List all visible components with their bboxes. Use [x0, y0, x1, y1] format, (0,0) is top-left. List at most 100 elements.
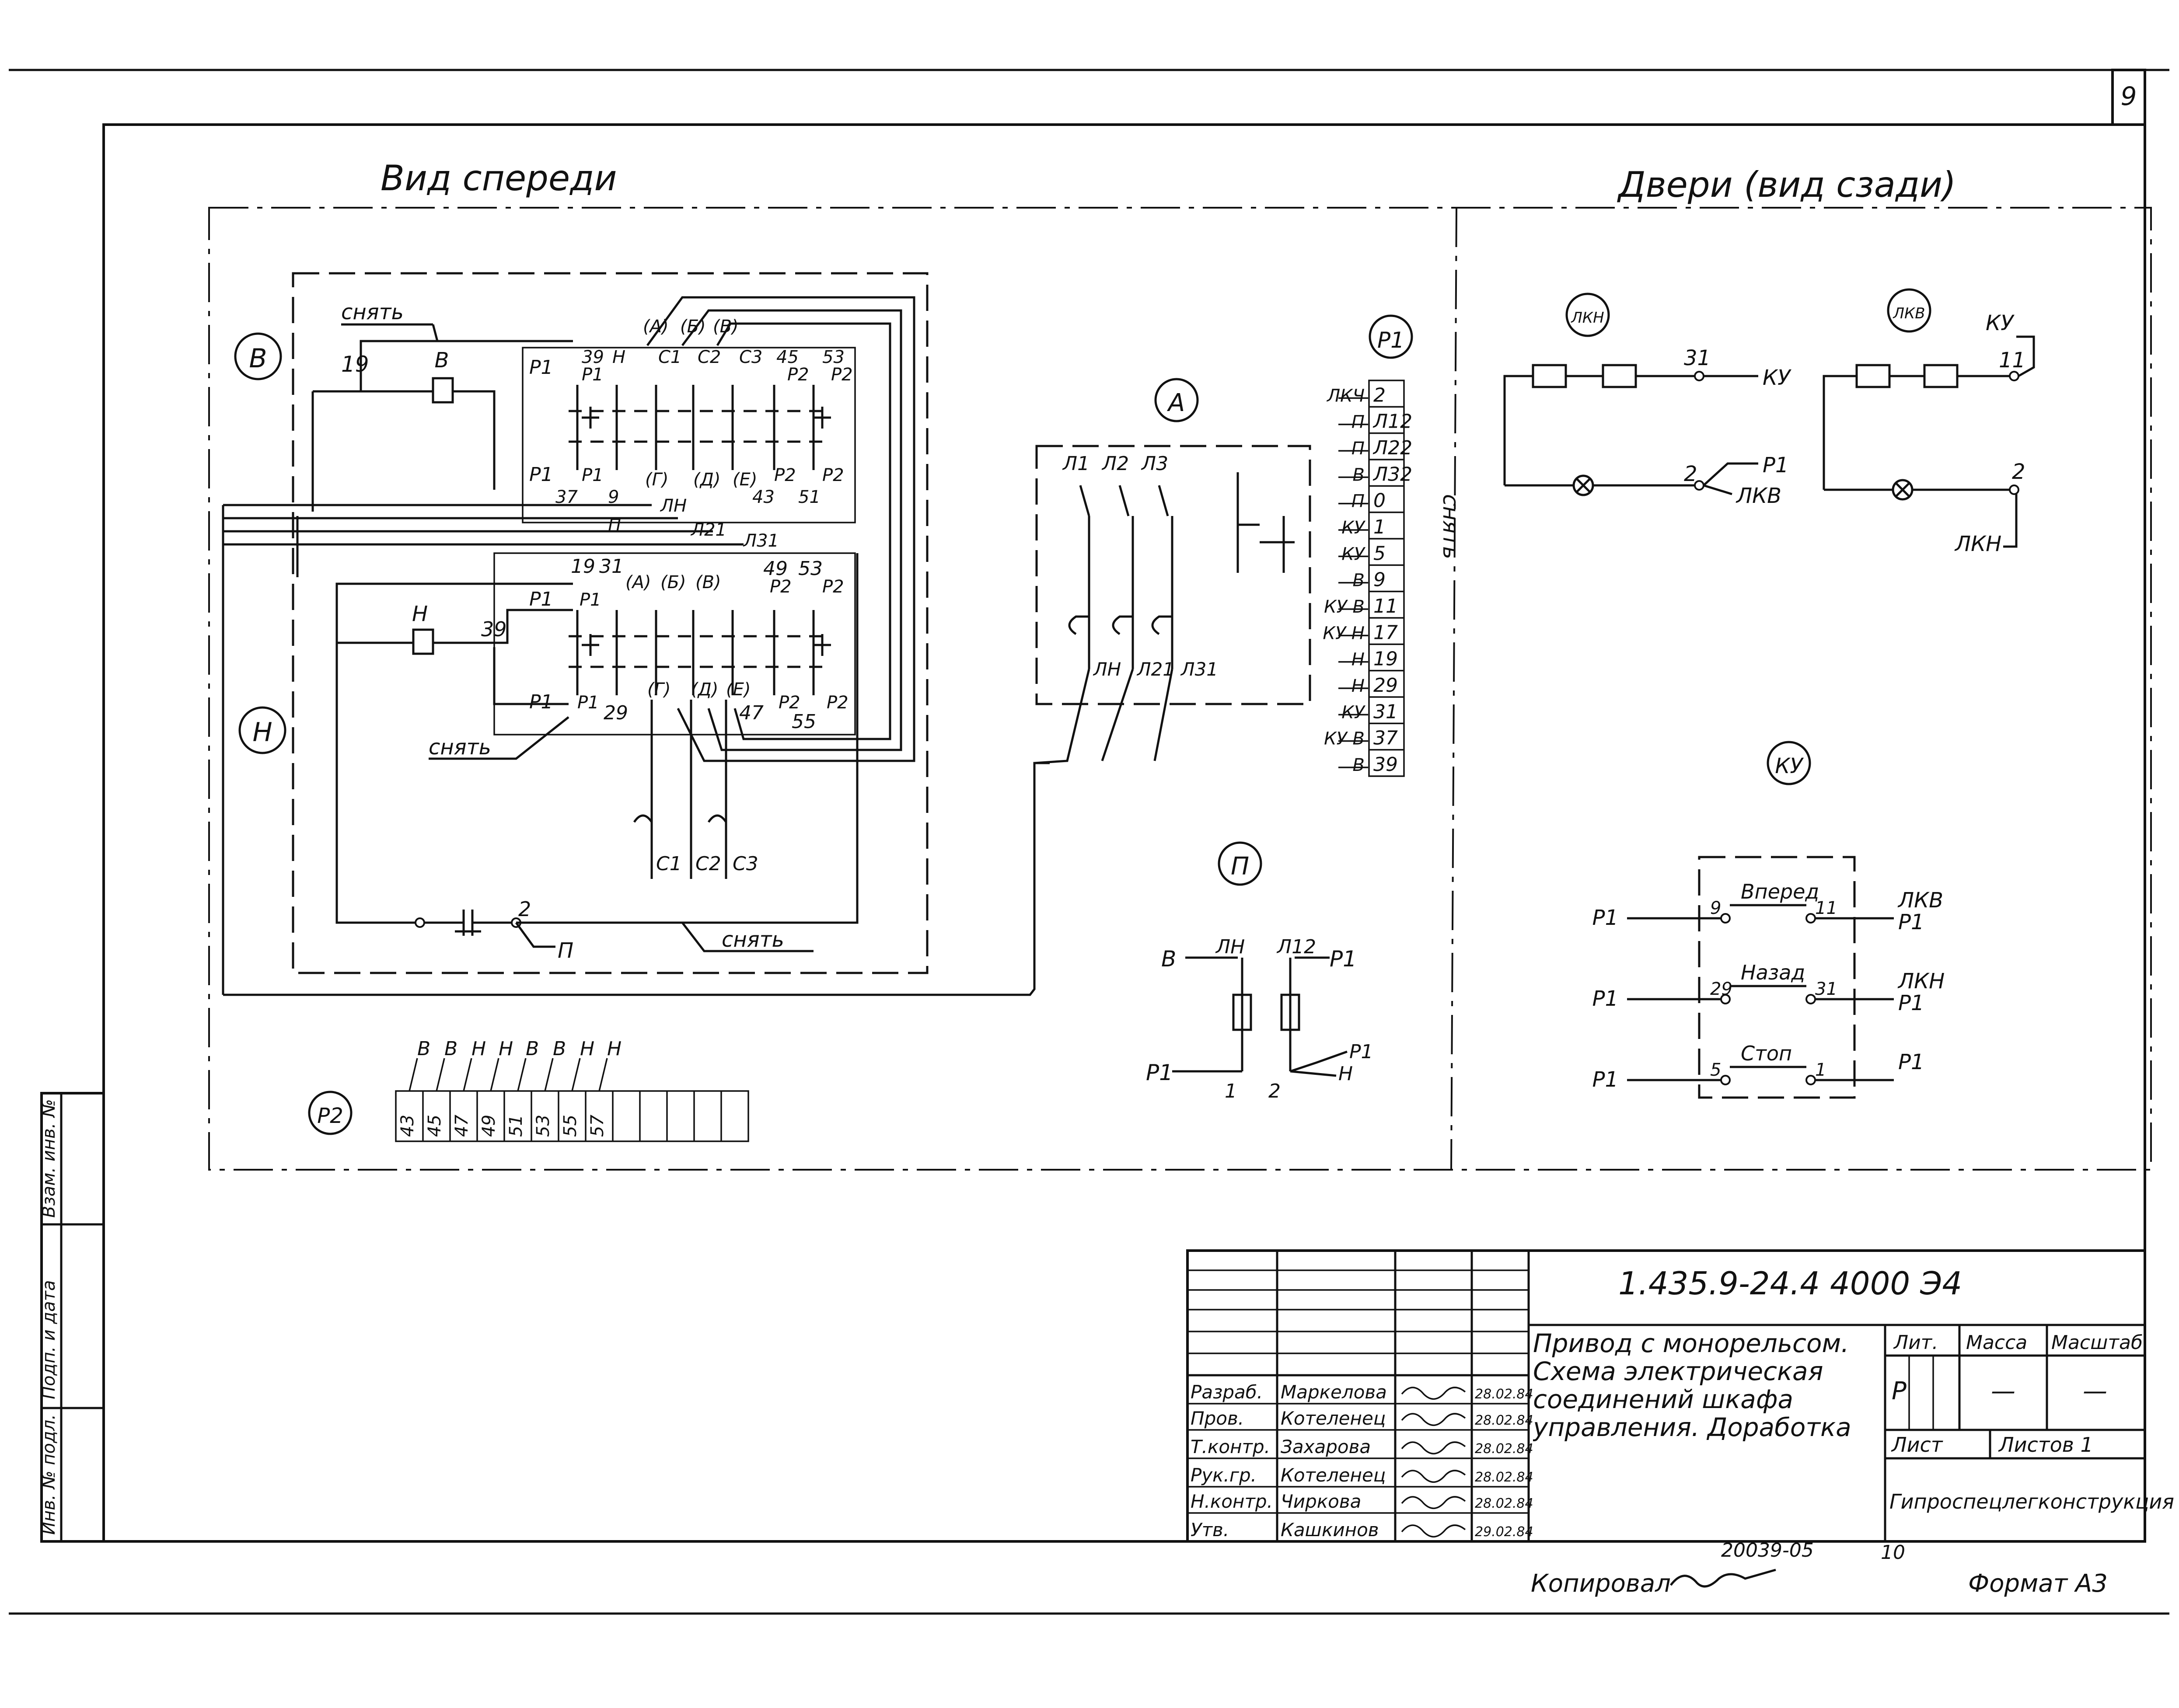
block-p-title: П — [1231, 852, 1249, 881]
p2-title: Р2 — [317, 1104, 343, 1128]
cb-top-lbl-2: Р1 — [529, 588, 553, 610]
signature-mark — [1401, 1496, 1466, 1509]
block-p-lbl-2: Л12 — [1276, 936, 1316, 958]
contactor-bottom-labels: 19 31 Р1 Р1 (А) (Б) (В) 49 Р2 53 Р2 Р1 Р… — [529, 555, 849, 733]
p1-row-label: Н — [1351, 650, 1365, 670]
block-p-lbl-8: Н — [1338, 1063, 1353, 1085]
block-p-lbl-6: 2 — [1268, 1080, 1281, 1102]
front-view: В Н снять 19 В Р1 39 Р1 Н С1 С2 С3 45 Р2… — [222, 272, 1050, 996]
p1-row-number: 11 — [1373, 595, 1398, 617]
lit-value: Р — [1892, 1377, 1907, 1405]
signature-name: Котеленец — [1281, 1408, 1386, 1429]
ct-top-lbl-6: С3 — [739, 347, 762, 367]
p1-row-label: В — [1353, 571, 1365, 591]
scale-header: Масштаб — [2051, 1332, 2143, 1354]
ct-top-lbl-9: 53 — [822, 347, 845, 367]
p2-top-label: В — [526, 1038, 539, 1060]
cb-bot-lbl-1: Р1 — [577, 693, 599, 713]
p1-row-label: В — [1353, 755, 1365, 775]
remove-leader-bottom — [429, 716, 569, 760]
block-a-l2: Л2 — [1101, 453, 1129, 475]
ku-left-label: Р1 — [1592, 906, 1618, 930]
p2-wire — [463, 1058, 472, 1091]
sheet-index: 10 — [1881, 1541, 1905, 1564]
p2-cell: 49 — [479, 1115, 499, 1137]
p1-row-number: 37 — [1373, 727, 1398, 749]
signature-role: Разраб. — [1191, 1381, 1263, 1403]
signature-date: 29.02.84 — [1475, 1524, 1533, 1540]
signature-role: Пров. — [1191, 1408, 1244, 1429]
coil-h-terminal: 39 — [481, 617, 507, 641]
wire-h-top — [335, 582, 573, 643]
lit-header: Лит. — [1893, 1332, 1938, 1354]
ku-button-name: Назад — [1741, 961, 1805, 984]
remove-label-lower: снять — [722, 927, 784, 952]
cb-top-lbl-0: 19 — [571, 555, 595, 578]
cb-bot-lbl-4: (Д) — [691, 680, 718, 700]
remove-label-top: снять — [341, 300, 404, 324]
cb-bot-lbl-9: Р2 — [827, 693, 849, 713]
p2-cell: 51 — [506, 1115, 526, 1137]
panel-ku-title: КУ — [1775, 754, 1804, 778]
lamp-lkn-lbl-2: 2 — [1684, 462, 1697, 486]
cb-top-lbl-4: (А) — [625, 572, 651, 593]
p2-top-label: Н — [580, 1038, 594, 1060]
lamp-lkv-lbl-1: 11 — [1999, 348, 2025, 373]
contacts-top — [569, 385, 831, 470]
lamp-lkv-lbl-0: КУ — [1986, 311, 2015, 335]
p1-row-number: 17 — [1373, 621, 1398, 644]
ku-right-label: Р1 — [1898, 1050, 1924, 1074]
p1-row-label: П — [1351, 439, 1365, 459]
block-p-lbl-7: Р1 — [1349, 1041, 1373, 1063]
block-p-lbl-3: Р1 — [1330, 946, 1357, 972]
coil-h-label: Н — [412, 602, 428, 626]
ct-phase-c: (В) — [713, 317, 739, 337]
bottom-stop-contact — [415, 553, 859, 948]
p1-row-number: Л12 — [1372, 411, 1412, 433]
line-label-ln: ЛН — [660, 496, 687, 516]
ku-right-label: Р1 — [1898, 991, 1924, 1015]
ct-top-lbl-5: С2 — [698, 347, 721, 367]
p1-row-number: Л22 — [1372, 437, 1412, 459]
ct-bot-lbl-2: 37 — [555, 487, 578, 507]
ct-bot-lbl-6: (Е) — [733, 470, 757, 490]
cb-top-lbl-1: 31 — [599, 555, 624, 578]
bottom-contact-label: П — [558, 938, 573, 963]
scale-value: — — [2083, 1377, 2107, 1405]
ct-top-lbl-8: Р2 — [787, 365, 809, 385]
signature-name: Чиркова — [1281, 1491, 1361, 1512]
page-number: 9 — [2121, 81, 2137, 111]
ku-right-label: Р1 — [1898, 910, 1924, 934]
p2-cell: 45 — [425, 1115, 445, 1137]
cb-bot-lbl-2: 29 — [604, 702, 628, 724]
cb-bot-lbl-5: (Е) — [726, 680, 751, 700]
lamp-lkn-title: ЛКН — [1570, 309, 1604, 327]
mass-value: — — [1991, 1377, 2015, 1405]
ct-top-lbl-4: С1 — [658, 347, 681, 367]
p2-cell: 55 — [560, 1115, 580, 1137]
mass-header: Масса — [1966, 1332, 2027, 1354]
p1-row-number: 1 — [1373, 516, 1386, 538]
wire-coil-b-right — [453, 390, 496, 490]
p2-wire — [571, 1058, 581, 1091]
p2-wire — [409, 1058, 418, 1091]
p1-row-number: 5 — [1373, 542, 1386, 565]
p1-row-label: КУ Н — [1323, 623, 1365, 643]
ku-terminal-left — [1720, 1075, 1731, 1085]
p2-cell: 43 — [398, 1115, 418, 1137]
p1-row-number: 39 — [1373, 753, 1398, 776]
block-p-lbl-1: ЛН — [1215, 936, 1245, 958]
p2-top-label: Н — [499, 1038, 513, 1060]
p1-row-number: 31 — [1373, 701, 1398, 723]
panel-ku-outline — [1698, 856, 1856, 1099]
circle-label-h — [238, 706, 286, 754]
cb-top-lbl-6: (В) — [695, 572, 721, 593]
ct-bot-lbl-9: Р2 — [822, 465, 844, 485]
wire-b-top — [313, 340, 573, 393]
line-label-p: П — [608, 516, 621, 536]
ku-terminal-right — [1805, 1075, 1816, 1085]
circle-label-b-text: В — [249, 343, 267, 374]
signature-date: 28.02.84 — [1475, 1496, 1533, 1511]
